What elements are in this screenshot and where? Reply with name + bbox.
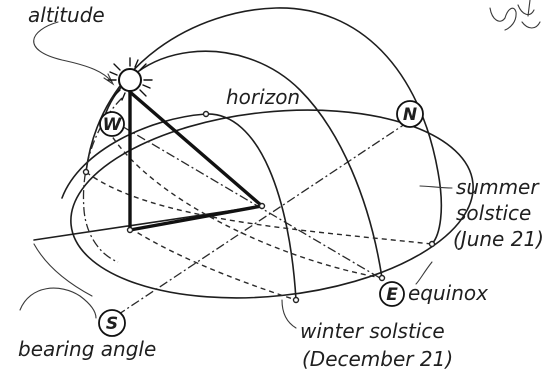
north-south-axis <box>115 121 409 317</box>
compass-north-label: N <box>403 105 417 125</box>
projection-to-center <box>128 204 264 232</box>
east-west-axis <box>107 117 381 279</box>
compass-west: W <box>99 111 125 137</box>
winter-label-line2: (December 21) <box>302 347 453 371</box>
winter-pointer <box>281 299 297 329</box>
summer-solstice-arc <box>85 7 443 245</box>
bearing-angle-arc <box>33 243 93 297</box>
altitude-arrow <box>33 21 113 83</box>
compass-east: E <box>379 281 405 307</box>
equinox-pointer <box>415 261 433 285</box>
equinox-dashed-path <box>107 129 383 279</box>
bearing-angle-label: bearing angle <box>18 337 156 361</box>
equinox-arc <box>103 50 383 279</box>
altitude-projection <box>82 97 123 263</box>
summer-label-line3: (June 21) <box>453 227 544 251</box>
winter-label-line1: winter solstice <box>300 319 445 343</box>
summer-label-line2: solstice <box>456 201 531 225</box>
compass-south: S <box>98 309 126 337</box>
compass-south-label: S <box>106 314 118 334</box>
leaf-doodle-icon <box>489 0 541 31</box>
compass-north: N <box>396 100 424 128</box>
summer-label-line1: summer <box>456 175 540 199</box>
equinox-label: equinox <box>408 281 488 305</box>
summer-dashed-path <box>85 171 433 245</box>
sun-ray-to-center <box>128 90 264 208</box>
winter-dashed-path <box>129 227 297 301</box>
sun-icon <box>107 57 153 103</box>
compass-west-label: W <box>103 115 123 135</box>
path-markers <box>82 110 436 304</box>
bearing-angle-arrow <box>19 287 97 319</box>
horizon-label: horizon <box>226 85 300 109</box>
altitude-arrowhead <box>103 73 115 86</box>
compass-east-label: E <box>386 285 398 305</box>
altitude-label: altitude <box>28 3 105 27</box>
summer-pointer <box>419 185 453 189</box>
